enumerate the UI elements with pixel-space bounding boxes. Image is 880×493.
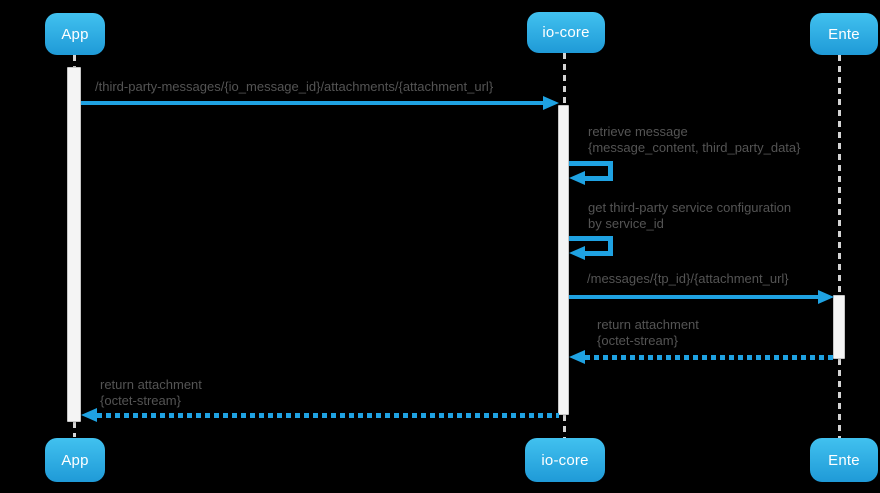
actor-box-app-top: App	[45, 13, 105, 55]
activation-bar-io-core	[558, 105, 569, 415]
lifeline-app-lower	[73, 422, 76, 437]
lifeline-io-core-upper	[563, 53, 566, 105]
message-1-arrow-line	[81, 101, 545, 105]
lifeline-app-upper	[73, 55, 76, 67]
actor-box-io-core-top: io-core	[527, 12, 605, 53]
message-2-self-loop-bottom	[584, 176, 613, 181]
message-2-arrowhead-icon	[569, 171, 585, 185]
message-5-arrow-line	[585, 355, 834, 360]
message-1-label: /third-party-messages/{io_message_id}/at…	[95, 79, 494, 94]
message-3-self-loop-bottom	[584, 251, 613, 256]
message-4-label: /messages/{tp_id}/{attachment_url}	[587, 271, 789, 286]
lifeline-io-core-lower	[563, 415, 566, 438]
actor-box-app-bottom: App	[45, 438, 105, 482]
activation-bar-ente	[833, 295, 845, 359]
message-2-self-loop-top	[569, 161, 613, 166]
message-2-label: retrieve message {message_content, third…	[588, 124, 801, 155]
message-3-label: get third-party service configuration by…	[588, 200, 792, 231]
message-6-label: return attachment {octet-stream}	[100, 377, 202, 408]
actor-box-ente-bottom: Ente	[810, 438, 878, 482]
message-2-self-loop-side	[608, 161, 613, 181]
message-6-arrowhead-icon	[81, 408, 97, 422]
message-3-arrowhead-icon	[569, 246, 585, 260]
lifeline-ente-upper	[838, 55, 841, 295]
message-4-arrowhead-icon	[818, 290, 834, 304]
message-5-label: return attachment {octet-stream}	[597, 317, 699, 348]
message-3-self-loop-side	[608, 236, 613, 256]
message-4-arrow-line	[569, 295, 820, 299]
actor-box-ente-top: Ente	[810, 13, 878, 55]
message-5-arrowhead-icon	[569, 350, 585, 364]
message-3-self-loop-top	[569, 236, 613, 241]
actor-box-io-core-bottom: io-core	[525, 438, 605, 482]
message-1-arrowhead-icon	[543, 96, 559, 110]
activation-bar-app	[67, 67, 81, 422]
lifeline-ente-lower	[838, 359, 841, 438]
message-6-arrow-line	[97, 413, 559, 418]
